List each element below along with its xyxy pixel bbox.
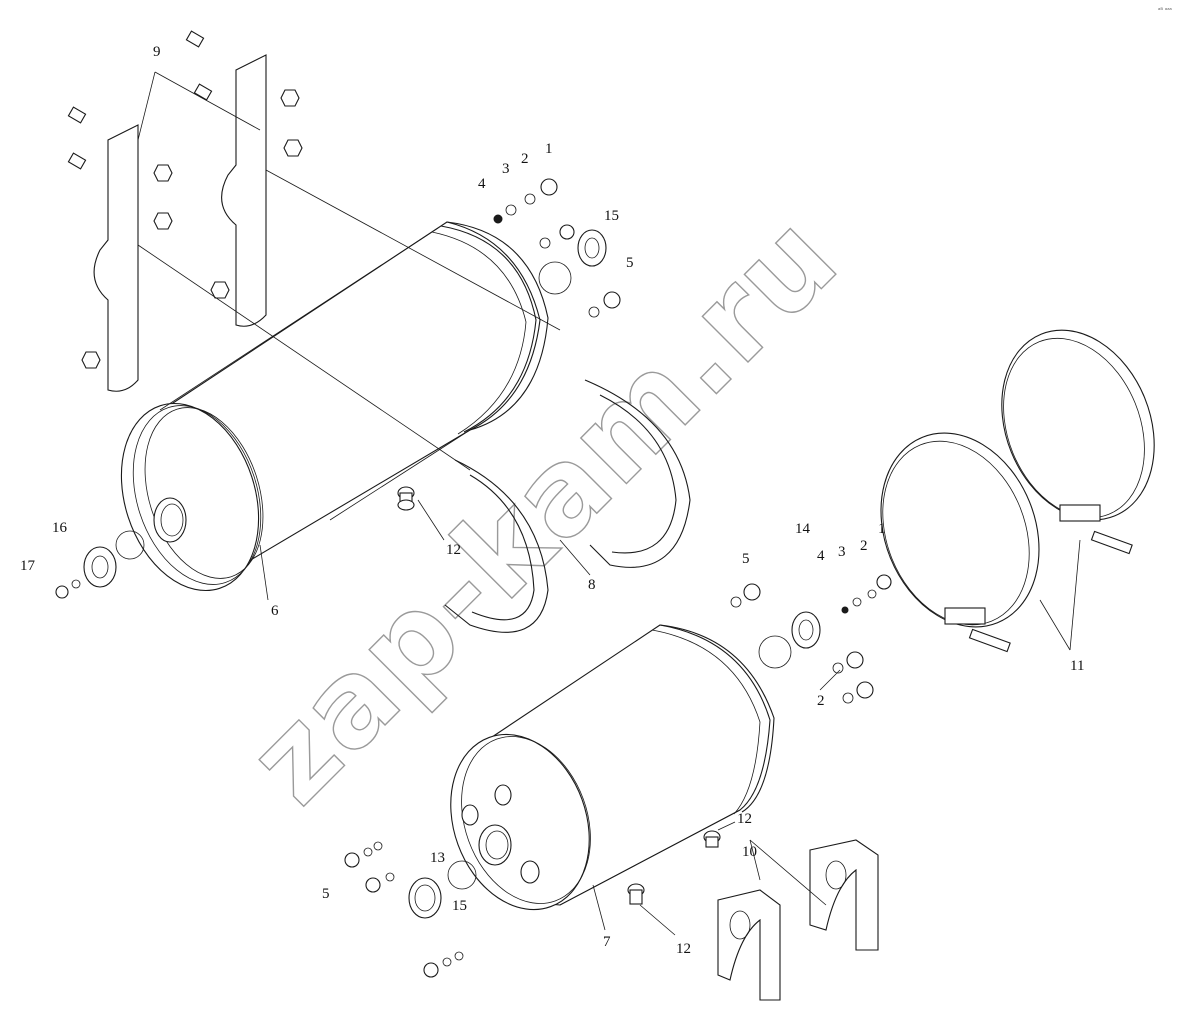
callout-3-right: 3 (838, 544, 846, 560)
callout-2-upper: 2 (521, 151, 529, 167)
band-clamp-1 (1059, 504, 1133, 555)
bolt-set-bracket (67, 30, 303, 369)
callout-12-lower-b: 12 (676, 941, 691, 957)
mounting-brackets-lower (717, 839, 879, 1001)
drain-valve-lower-2 (627, 883, 645, 905)
band-clamp-2 (944, 607, 1011, 653)
fittings-lower (344, 574, 892, 978)
callout-4-right: 4 (817, 548, 825, 564)
callout-8: 8 (588, 577, 596, 593)
callout-15-upper: 15 (604, 208, 619, 224)
fittings-upper (55, 178, 621, 599)
callout-4-upper: 4 (478, 176, 486, 192)
tank-bands-right (880, 329, 1155, 653)
callout-14: 14 (795, 521, 811, 537)
drain-valve-lower-1 (703, 830, 721, 848)
callout-11: 11 (1070, 658, 1084, 674)
callout-15-lower: 15 (452, 898, 467, 914)
callout-12-upper: 12 (446, 542, 461, 558)
corner-mark: ᵃᴮ ᵃᵃᵃ (1158, 7, 1172, 14)
callout-5-mid: 5 (742, 551, 750, 567)
callout-9: 9 (153, 44, 161, 60)
callout-17: 17 (20, 558, 36, 574)
lower-air-tank (450, 624, 775, 911)
callout-10: 10 (742, 844, 757, 860)
drain-valve-upper (397, 486, 415, 511)
callout-13: 13 (430, 850, 445, 866)
callout-2-lower: 2 (817, 693, 825, 709)
callout-3-upper: 3 (502, 161, 510, 177)
callout-16: 16 (52, 520, 68, 536)
callout-6: 6 (271, 603, 279, 619)
callout-1-right: 1 (878, 521, 886, 537)
tank-straps-upper (444, 379, 691, 633)
callout-12-lower-a: 12 (737, 811, 752, 827)
callout-2-right: 2 (860, 538, 868, 554)
mounting-brackets-upper (67, 30, 561, 471)
leader-lines (137, 71, 1081, 936)
callout-7: 7 (603, 934, 611, 950)
callout-1-upper: 1 (545, 141, 553, 157)
callouts: 1 2 3 4 15 5 9 16 17 6 12 8 5 14 4 3 2 1… (20, 44, 1084, 957)
callout-5-upper: 5 (626, 255, 634, 271)
upper-air-tank (120, 221, 549, 592)
callout-5-lower: 5 (322, 886, 330, 902)
